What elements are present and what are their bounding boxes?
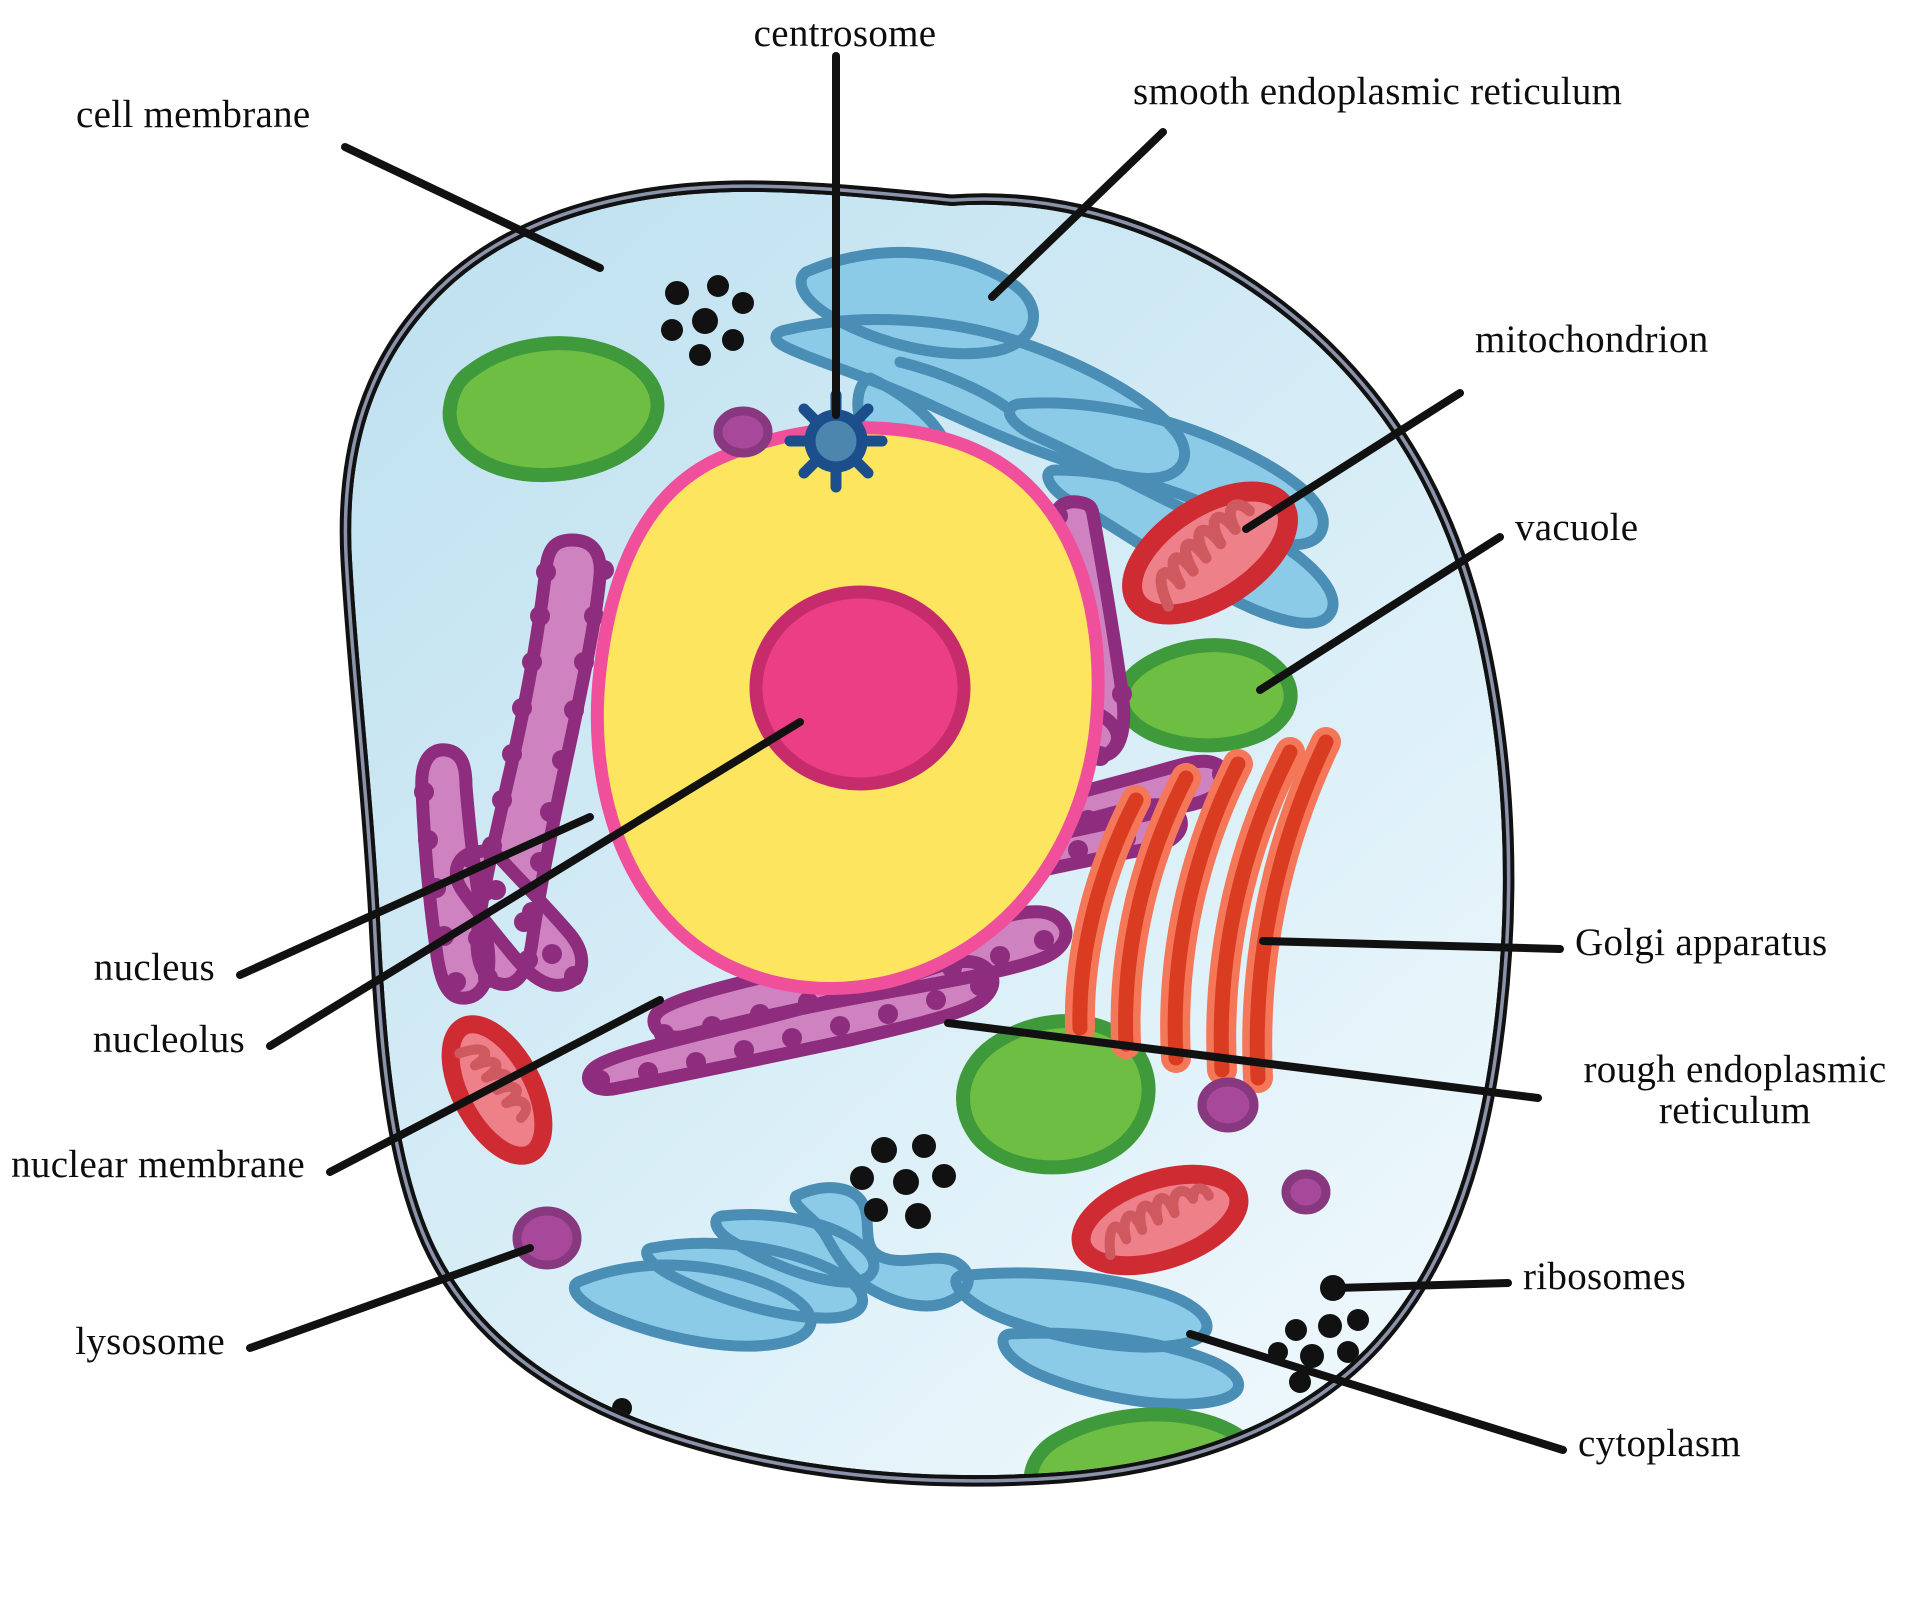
label-golgi-apparatus: Golgi apparatus [1575,921,1828,964]
label-smooth-endoplasmic-reticulum: smooth endoplasmic reticulum [1133,70,1623,113]
centrosome [784,389,888,493]
leader-nucleus [236,813,594,979]
vacuole-top-left [442,336,665,482]
cytoplasm [351,191,1503,1476]
leader-cell-membrane [341,143,604,272]
label-mitochondrion: mitochondrion [1475,318,1709,361]
ribosome-cluster-center [850,1134,956,1229]
lysosome-top [713,406,773,458]
leader-smooth-er [988,128,1167,301]
label-ribosomes: ribosomes [1523,1255,1687,1298]
leader-rough-er [944,1019,1542,1102]
label-vacuole: vacuole [1515,506,1639,549]
label-cytoplasm: cytoplasm [1578,1422,1742,1465]
label-rough-endoplasmic-reticulum: rough endoplasmic reticulum [1583,1048,1887,1132]
mitochondrion-bottom-right [1071,1164,1249,1276]
leader-ribosomes [1332,1279,1512,1292]
golgi-apparatus [1064,727,1341,1093]
leader-lines [236,52,1567,1454]
vacuole-center-bottom [956,1014,1156,1175]
label-nucleolus: nucleolus [92,1018,245,1061]
leader-lysosome [246,1244,534,1352]
label-centrosome: centrosome [753,12,937,55]
label-nuclear-membrane: nuclear membrane [11,1143,305,1186]
ribosome-cluster-right [1268,1275,1369,1393]
lysosome-right-upper [1197,1077,1259,1133]
nucleolus [749,585,971,791]
smooth-endoplasmic-reticulum-bottom [568,1182,1244,1410]
leader-golgi [1259,937,1564,953]
leader-vacuole [1256,533,1504,694]
leader-mitochondrion [1242,389,1464,533]
leader-nucleolus [266,718,804,1050]
label-cell-membrane: cell membrane [76,93,311,136]
leader-cytoplasm [1186,1330,1567,1454]
label-lysosome: lysosome [75,1320,225,1363]
ribosome-cluster-top [661,275,754,366]
lysosome-right-lower [1281,1169,1331,1215]
vacuole-right [1114,638,1298,753]
label-nucleus: nucleus [93,946,215,989]
lysosome-left [512,1206,582,1270]
leader-nuclear-membrane [326,996,664,1176]
